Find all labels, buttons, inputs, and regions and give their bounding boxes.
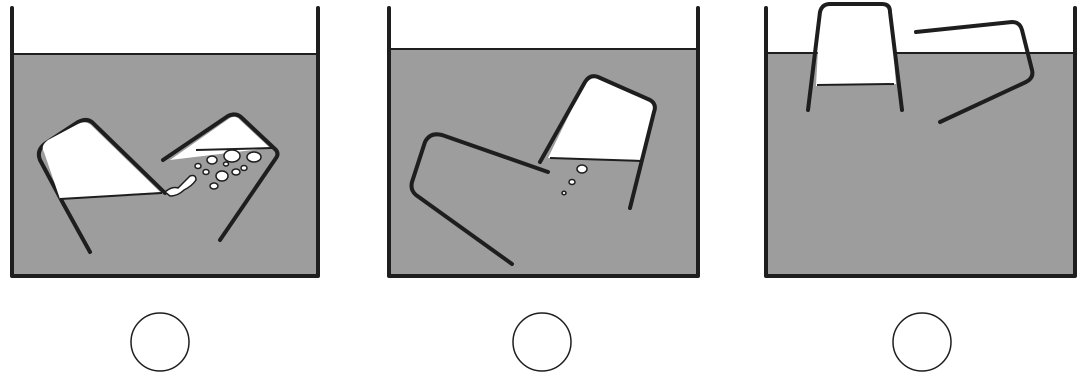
answer-circle-1[interactable] xyxy=(131,313,189,371)
panel-3 xyxy=(766,4,1075,276)
answer-circles xyxy=(131,313,951,371)
water-2 xyxy=(389,49,698,276)
answer-circle-2[interactable] xyxy=(513,313,571,371)
answer-circle-3[interactable] xyxy=(893,313,951,371)
panel-1 xyxy=(12,8,318,276)
air-3a xyxy=(816,4,896,86)
air-line-3a xyxy=(817,84,894,85)
panel-2 xyxy=(389,8,698,276)
